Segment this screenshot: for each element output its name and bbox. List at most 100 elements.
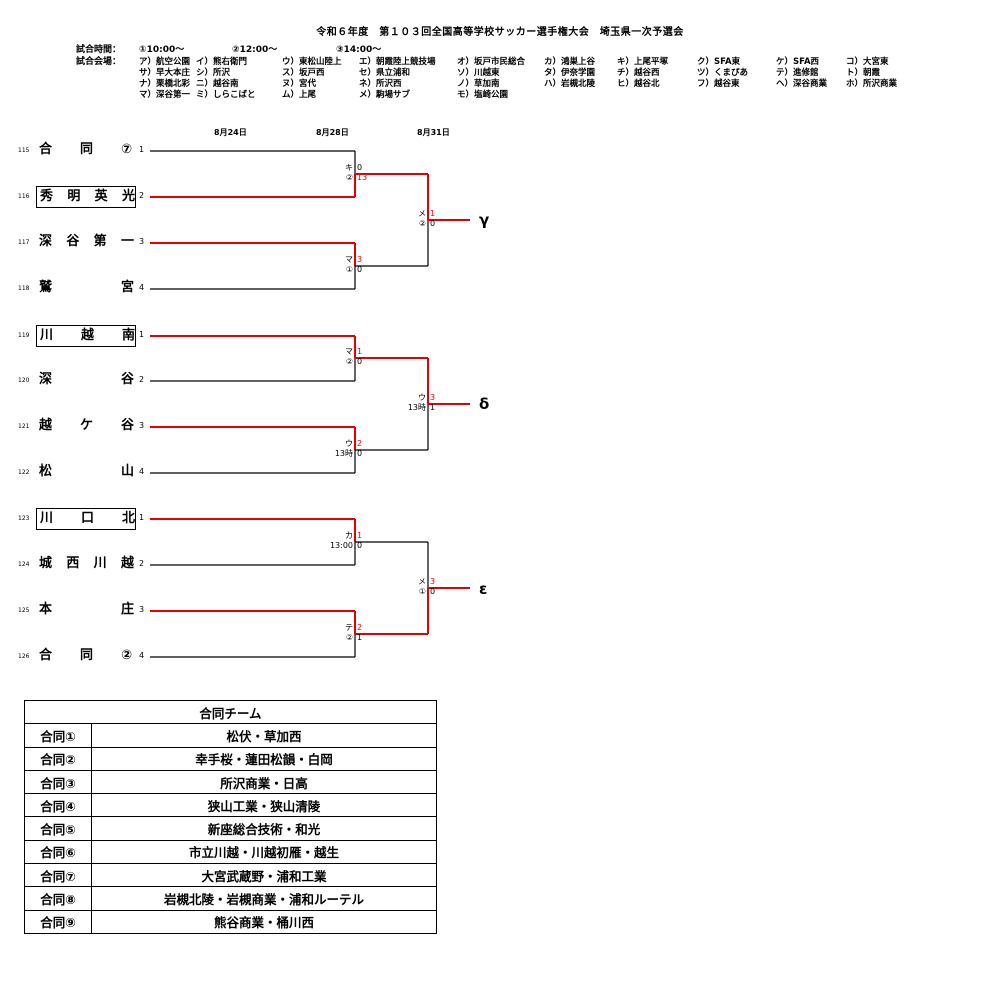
score-top: 3 xyxy=(357,255,363,264)
venue-entry: ケ）SFA西 xyxy=(776,57,820,67)
team-name-char: 第 xyxy=(93,234,107,249)
venue-entry: ク）SFA東 xyxy=(697,57,741,67)
team-name-char: 越 xyxy=(39,418,53,433)
team-name: 本庄 xyxy=(36,600,136,622)
venue-entry: ヘ）深谷商業 xyxy=(776,79,828,89)
block-result-delta: δ xyxy=(479,395,490,413)
venue-entry: ニ）越谷南 xyxy=(196,79,239,89)
match-venue: マ xyxy=(345,255,353,264)
score-bottom: 0 xyxy=(430,219,436,228)
team-number: 122 xyxy=(18,469,30,476)
date-round-1: 8月24日 xyxy=(214,128,247,137)
draw-position: 1 xyxy=(139,513,145,522)
team-name: 越ケ谷 xyxy=(36,416,136,438)
team-name-char: 秀 xyxy=(40,189,54,204)
team-number: 121 xyxy=(18,423,30,430)
team-name: 秀明英光 xyxy=(36,186,136,208)
score-bottom: 1 xyxy=(357,633,363,642)
joint-team-label: 合同③ xyxy=(24,769,92,795)
venue-entry: ナ）栗橋北彩 xyxy=(139,79,191,89)
venue-entry: モ）塩崎公園 xyxy=(457,90,509,100)
date-round-2: 8月28日 xyxy=(316,128,349,137)
draw-position: 3 xyxy=(139,237,145,246)
match-time: 13時 xyxy=(407,403,426,412)
team-name-char: 英 xyxy=(94,189,108,204)
score-top: 2 xyxy=(357,439,363,448)
venue-entry: ム）上尾 xyxy=(282,90,317,100)
venue-entry: ウ）東松山陸上 xyxy=(282,57,342,67)
team-name-char: 鷲 xyxy=(39,280,53,295)
score-top: 1 xyxy=(357,347,363,356)
score-top: 1 xyxy=(357,531,363,540)
venue-entry: ア）航空公園 xyxy=(139,57,191,67)
team-name-char: 北 xyxy=(122,511,136,526)
venue-entry: ハ）岩槻北陵 xyxy=(544,79,596,89)
team-name-char: 川 xyxy=(40,511,54,526)
team-name-char: 城 xyxy=(39,556,53,571)
score-top: 2 xyxy=(357,623,363,632)
team-name-char: 川 xyxy=(40,328,54,343)
team-name-char: 南 xyxy=(122,328,136,343)
score-top: 0 xyxy=(357,163,363,172)
team-name-char: 口 xyxy=(81,511,95,526)
match-venue: メ xyxy=(418,577,426,586)
time-slot-1: ①10:00～ xyxy=(139,45,185,55)
team-name-char: 光 xyxy=(122,189,136,204)
match-time: ① xyxy=(345,265,353,274)
venue-entry: オ）坂戸市民総合 xyxy=(457,57,526,67)
team-name: 川口北 xyxy=(36,508,136,530)
draw-position: 2 xyxy=(139,559,145,568)
draw-position: 1 xyxy=(139,330,145,339)
team-name-char: 川 xyxy=(93,556,107,571)
team-name-char: ② xyxy=(121,648,133,663)
joint-team-schools: 市立川越・川越初雁・越生 xyxy=(91,839,437,865)
team-name-char: 深 xyxy=(39,372,53,387)
team-name: 松山 xyxy=(36,462,136,484)
score-bottom: 0 xyxy=(357,265,363,274)
match-venue: キ xyxy=(345,163,353,172)
venue-entry: エ）朝霞陸上競技場 xyxy=(359,57,436,67)
venue-entry: チ）越谷西 xyxy=(617,68,660,78)
joint-team-schools: 幸手桜・蓮田松韻・白岡 xyxy=(91,746,437,771)
draw-position: 3 xyxy=(139,421,145,430)
team-number: 116 xyxy=(18,193,30,200)
joint-team-label: 合同⑨ xyxy=(24,909,92,934)
joint-team-schools: 大宮武蔵野・浦和工業 xyxy=(91,863,437,888)
team-name-char: 越 xyxy=(81,328,95,343)
team-name-char: 谷 xyxy=(121,372,135,387)
team-name-char: 同 xyxy=(80,648,94,663)
joint-team-label: 合同⑦ xyxy=(24,863,92,888)
venue-entry: サ）早大本庄 xyxy=(139,68,191,78)
venue-entry: イ）熊右衛門 xyxy=(196,57,248,67)
team-name-char: 庄 xyxy=(121,602,135,617)
venue-entry: フ）越谷東 xyxy=(697,79,740,89)
team-number: 120 xyxy=(18,377,30,384)
team-name-char: 松 xyxy=(39,464,53,479)
team-name-char: 谷 xyxy=(66,234,80,249)
match-time: 13:00 xyxy=(329,541,353,550)
team-number: 118 xyxy=(18,285,30,292)
score-bottom: 0 xyxy=(357,449,363,458)
team-name-char: 谷 xyxy=(121,418,135,433)
venue-entry: テ）進修館 xyxy=(776,68,819,78)
team-name: 深谷 xyxy=(36,370,136,392)
match-time: ② xyxy=(345,633,353,642)
match-venue: ウ xyxy=(418,393,426,402)
score-bottom: 13 xyxy=(357,173,368,182)
team-name-char: ケ xyxy=(80,418,94,433)
joint-team-label: 合同⑧ xyxy=(24,886,92,911)
team-name-char: 宮 xyxy=(121,280,135,295)
venue-entry: コ）大宮東 xyxy=(846,57,889,67)
joint-team-schools: 新座総合技術・和光 xyxy=(91,816,437,841)
match-time: ② xyxy=(345,173,353,182)
team-number: 123 xyxy=(18,515,30,522)
match-time: 13時 xyxy=(334,449,353,458)
team-name: 城西川越 xyxy=(36,554,136,576)
team-number: 124 xyxy=(18,561,30,568)
venue-entry: ヒ）越谷北 xyxy=(617,79,660,89)
team-name-char: 合 xyxy=(39,648,53,663)
joint-team-schools: 狭山工業・狭山清陵 xyxy=(91,793,437,818)
